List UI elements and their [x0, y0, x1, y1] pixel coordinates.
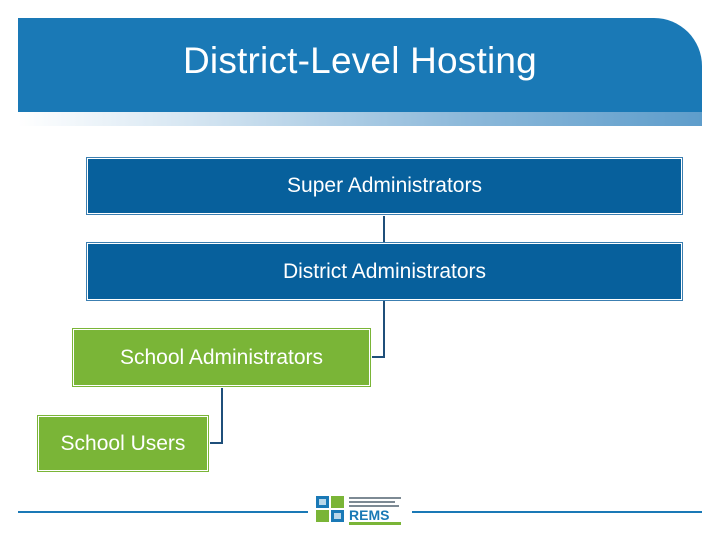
school-users-label: School Users [60, 431, 186, 455]
connector-school-admin-school-users [210, 388, 223, 444]
connector-district-school-admin [372, 301, 385, 358]
district-administrators-box: District Administrators [86, 242, 683, 301]
super-administrators-label: Super Administrators [287, 174, 482, 197]
slide-title: District-Level Hosting [183, 40, 537, 81]
title-banner [18, 18, 702, 112]
school-administrators-label: School Administrators [119, 345, 324, 369]
district-administrators-label: District Administrators [282, 259, 487, 283]
rems-logo-text: REMS [349, 507, 389, 523]
school-administrators-box: School Administrators [72, 328, 371, 387]
super-administrators-box: Super Administrators [86, 157, 683, 215]
footer-divider-right [412, 511, 702, 513]
footer-divider-left [18, 511, 308, 513]
title-banner-shadow [18, 112, 702, 126]
school-users-box: School Users [37, 415, 209, 472]
rems-logo-icon: REMS [316, 496, 401, 525]
